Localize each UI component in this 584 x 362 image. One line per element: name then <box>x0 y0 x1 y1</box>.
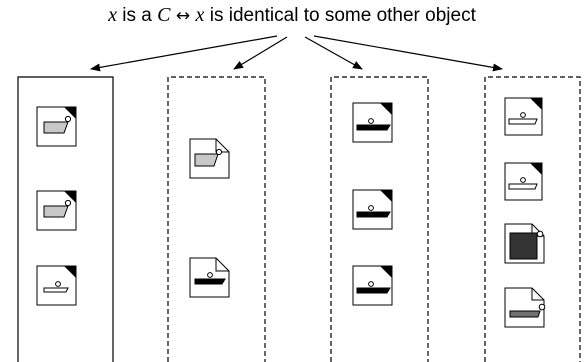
column-2-icon-1 <box>189 138 230 179</box>
column-2-frame <box>167 76 266 362</box>
column-1-icon-2 <box>36 190 77 231</box>
caption-is-a: is a <box>117 5 158 26</box>
caption-class-symbol: C <box>157 4 171 26</box>
column-3-icon-3 <box>352 265 393 306</box>
column-2-icon-2 <box>189 257 230 298</box>
column-1-icon-1 <box>36 106 77 147</box>
arrow-to-column-2 <box>233 36 288 70</box>
column-1-icon-3 <box>36 265 77 306</box>
column-4-icon-3 <box>504 223 545 264</box>
column-3-frame <box>330 76 429 362</box>
arrow-to-column-1 <box>90 35 278 72</box>
diagram-caption: x is a C ↔ x is identical to some other … <box>0 4 584 27</box>
column-4-icon-1 <box>504 97 543 136</box>
column-1-frame <box>17 76 114 362</box>
column-4-frame <box>484 76 581 362</box>
arrow-to-column-4 <box>313 35 503 72</box>
caption-rest: is identical to some other object <box>204 5 476 26</box>
caption-var-x: x <box>108 4 118 26</box>
column-4-icon-2 <box>504 162 543 201</box>
caption-var-x-2: x <box>195 4 205 26</box>
arrows <box>90 35 503 72</box>
column-3-icon-2 <box>352 189 393 230</box>
caption-iff-arrow: ↔ <box>170 6 196 26</box>
arrow-to-column-3 <box>304 36 363 70</box>
column-4-icon-4 <box>504 287 546 328</box>
column-3-icon-1 <box>352 102 393 143</box>
